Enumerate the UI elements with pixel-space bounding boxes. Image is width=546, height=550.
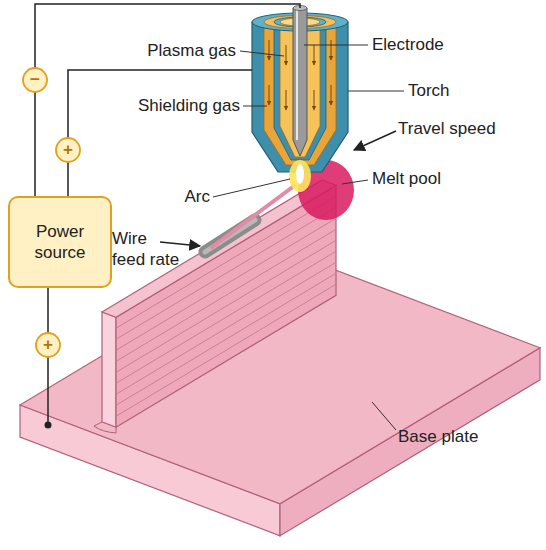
arc-core (296, 164, 304, 184)
wall-end-face (102, 312, 116, 427)
part-label: Base plate (398, 426, 478, 447)
part-label: Plasma gas (140, 40, 236, 61)
layer-line (116, 229, 336, 361)
arc-glow (289, 160, 311, 192)
leader-line (240, 51, 284, 56)
leader-lines (213, 45, 404, 430)
layer-line (116, 251, 336, 383)
travel-direction-arrow (354, 131, 396, 150)
polarity-circle (36, 333, 60, 357)
polarity-sign: + (56, 138, 80, 162)
gas-flow-arrows (269, 40, 331, 110)
polarity-circle (56, 138, 80, 162)
polarity-sign: − (23, 68, 47, 92)
positive-wire (68, 70, 252, 196)
part-label: Arc (150, 186, 210, 207)
leader-line (304, 45, 368, 46)
gas-arrow (314, 90, 315, 110)
layer-line (116, 273, 336, 405)
wire-contact-dot (45, 422, 52, 429)
layer-lines (116, 196, 336, 416)
part-label: Melt pool (372, 168, 441, 189)
deposited-wall (94, 180, 336, 433)
gas-arrow (331, 40, 332, 60)
electrode-highlight (296, 10, 298, 140)
gas-arrow (269, 85, 270, 105)
wall-front-face (116, 185, 336, 427)
polarity-sign: + (36, 333, 60, 357)
plasma-arc (289, 160, 311, 192)
layer-line (116, 207, 336, 339)
layer-line (116, 284, 336, 416)
part-label: Torch (408, 80, 450, 101)
wire-feed-arrow (160, 242, 200, 246)
leader-line (348, 91, 404, 92)
negative-wire (35, 4, 300, 196)
plasma-torch (252, 6, 348, 173)
leader-line (243, 106, 267, 107)
leader-line (213, 179, 290, 197)
gas-arrow (269, 40, 270, 60)
power-source-box: Power source (8, 196, 112, 288)
gas-arrow (331, 85, 332, 105)
part-label: Electrode (372, 34, 444, 55)
layer-line (116, 262, 336, 394)
gas-arrow (314, 45, 315, 65)
parameter-label: Wire feed rate (112, 228, 183, 270)
gas-arrow (286, 45, 287, 65)
part-label: Shielding gas (110, 95, 240, 116)
gas-arrow (286, 90, 287, 110)
parameter-label: Travel speed (398, 118, 496, 139)
leader-line (372, 402, 396, 430)
node-text: Power source (10, 221, 110, 263)
leader-line (342, 180, 368, 184)
tungsten-electrode (293, 8, 307, 156)
polarity-circle (23, 68, 47, 92)
wall-fillet (94, 422, 116, 433)
filler-wire (212, 186, 294, 247)
